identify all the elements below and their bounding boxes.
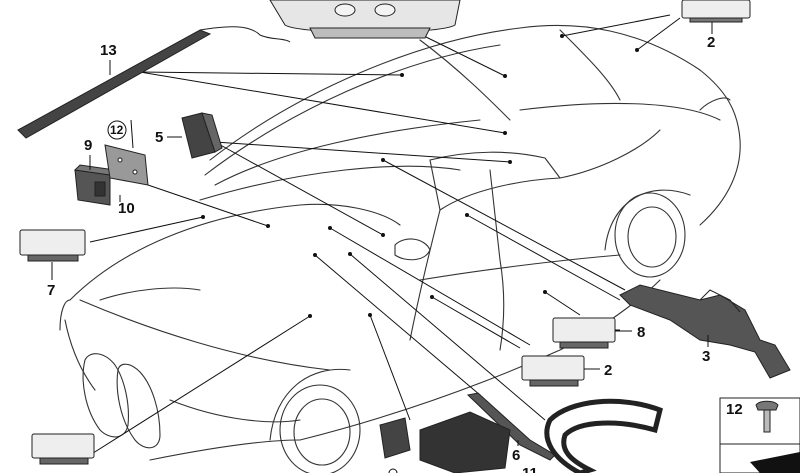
ambient-light-strip-part bbox=[17, 26, 291, 139]
courtesy-light-2-top-part bbox=[681, 0, 751, 23]
callout-2-right: 2 bbox=[604, 362, 612, 379]
callout-9: 9 bbox=[84, 137, 92, 154]
light-guide-rail-3-part bbox=[619, 284, 791, 379]
courtesy-light-bottom-left-part bbox=[31, 433, 95, 465]
callout-11: 11 bbox=[522, 465, 538, 473]
callout-3: 3 bbox=[702, 348, 710, 365]
callout-12-box: 12 bbox=[726, 401, 743, 418]
courtesy-light-7-part bbox=[19, 229, 86, 262]
callout-2-top: 2 bbox=[707, 34, 715, 51]
callout-12a: 12 bbox=[110, 123, 124, 137]
callout-10: 10 bbox=[118, 200, 135, 217]
bracket-12-part bbox=[104, 119, 149, 186]
control-module-5-part bbox=[181, 112, 223, 159]
leader-lines bbox=[89, 14, 681, 456]
control-unit-11-part bbox=[379, 411, 511, 473]
car-body-outline bbox=[59, 24, 741, 473]
callout-7: 7 bbox=[47, 282, 55, 299]
light-frame-part bbox=[544, 398, 663, 473]
overhead-light-unit bbox=[269, 0, 461, 39]
courtesy-light-2-part bbox=[521, 355, 585, 387]
callout-5: 5 bbox=[155, 129, 163, 146]
callout-8: 8 bbox=[637, 324, 645, 341]
screw-box-12 bbox=[719, 397, 800, 473]
callout-13: 13 bbox=[100, 42, 117, 59]
control-module-9-part bbox=[73, 164, 117, 206]
callout-6: 6 bbox=[512, 447, 520, 464]
courtesy-light-8-part bbox=[552, 317, 616, 349]
